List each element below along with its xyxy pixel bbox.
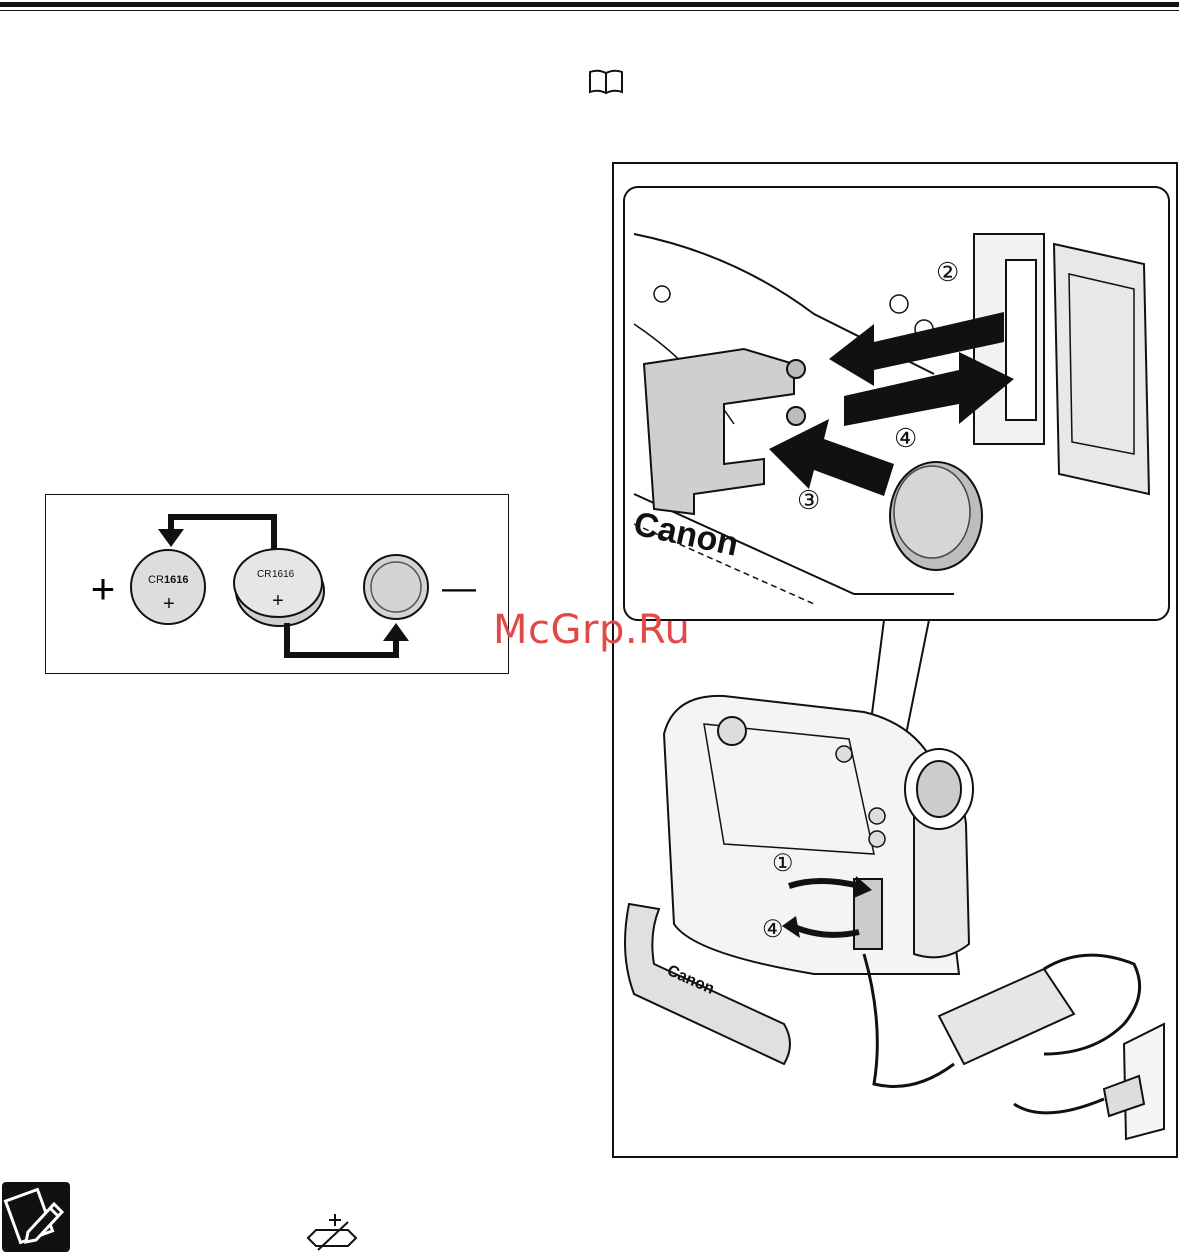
svg-text:+: +	[272, 590, 284, 612]
top-rule	[0, 2, 1179, 7]
battery-level-symbol-icon	[302, 1214, 362, 1252]
plus-sign: +	[91, 565, 116, 612]
svg-text:CR: CR	[148, 574, 164, 586]
coin-battery-slot	[364, 555, 428, 619]
coin-battery	[890, 462, 982, 570]
arrow-up-icon	[383, 623, 409, 641]
note-pencil-icon	[2, 1182, 70, 1252]
svg-text:CR: CR	[257, 569, 271, 580]
step-label-1: ①	[772, 850, 794, 877]
power-adapter	[864, 954, 1164, 1139]
battery-diagram: + CR 1616 + CR 1616 + —	[45, 494, 509, 674]
step-label-4: ④	[762, 916, 784, 943]
watermark-text: McGrp.Ru	[493, 607, 690, 653]
top-rule-thin	[0, 10, 1179, 11]
coin-battery-front: CR 1616 +	[131, 550, 205, 624]
book-reference-icon	[586, 68, 626, 96]
svg-text:+: +	[163, 593, 175, 615]
minus-sign: —	[442, 569, 476, 607]
step-label-3: ③	[797, 485, 820, 515]
step-label-4-magnified: ④	[894, 423, 917, 453]
step-label-2: ②	[936, 257, 959, 287]
arrow-down-icon	[158, 529, 184, 547]
camcorder-illustration: Canon ② ④ ③	[612, 162, 1178, 1158]
camcorder-body: Canon ① ④	[625, 696, 973, 1064]
coin-battery-tilted: CR 1616 +	[234, 549, 324, 626]
svg-text:1616: 1616	[164, 574, 188, 586]
svg-text:1616: 1616	[272, 569, 295, 580]
